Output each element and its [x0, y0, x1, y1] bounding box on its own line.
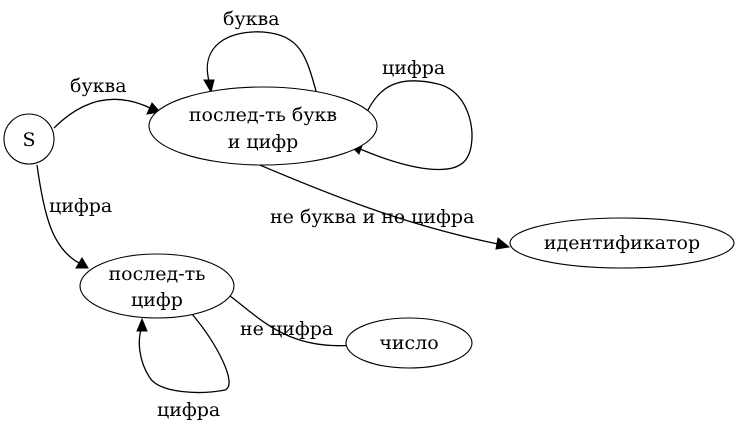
- node-digits-label-line2: цифр: [131, 289, 183, 311]
- node-identifier: идентификатор: [509, 217, 735, 269]
- node-number: число: [345, 317, 473, 369]
- edge-letters-digits-self-letter: буква: [203, 8, 317, 94]
- edge-label-not-letter-not-digit: не буква и не цифра: [270, 206, 474, 228]
- edge-label-digit: цифра: [157, 399, 220, 421]
- node-identifier-shape: [509, 217, 735, 269]
- arrowhead: [203, 79, 215, 94]
- node-letters-digits-shape: [148, 86, 378, 166]
- edge-label-letter: буква: [223, 8, 280, 30]
- node-number-label: число: [379, 332, 438, 354]
- node-letters-digits-sequence: послед-ть букв и цифр: [148, 86, 378, 166]
- edge-label-digit: цифра: [49, 195, 112, 217]
- edge-start-to-digits: цифра: [36, 164, 112, 269]
- node-digits-shape: [79, 253, 235, 319]
- node-start: S: [3, 113, 55, 165]
- arrowhead: [136, 317, 148, 332]
- node-number-shape: [345, 317, 473, 369]
- edge-label-digit: цифра: [382, 57, 445, 79]
- node-letters-digits-label-line2: и цифр: [228, 131, 299, 153]
- node-letters-digits-label-line1: послед-ть букв: [189, 104, 337, 126]
- edge-label-not-digit: не цифра: [240, 318, 333, 340]
- node-start-shape: [3, 113, 55, 165]
- edge-digits-self-digit: цифра: [136, 313, 230, 421]
- arrowhead: [495, 237, 511, 250]
- node-identifier-label: идентификатор: [544, 232, 700, 254]
- node-start-label: S: [22, 129, 35, 151]
- node-digits-sequence: послед-ть цифр: [79, 253, 235, 319]
- node-digits-label-line1: послед-ть: [108, 263, 205, 285]
- edge-letters-digits-to-identifier: не буква и не цифра: [247, 159, 511, 250]
- edge-label-letter: буква: [70, 75, 127, 97]
- arrowhead: [75, 257, 89, 269]
- edge-start-to-letters-digits: буква: [53, 75, 161, 129]
